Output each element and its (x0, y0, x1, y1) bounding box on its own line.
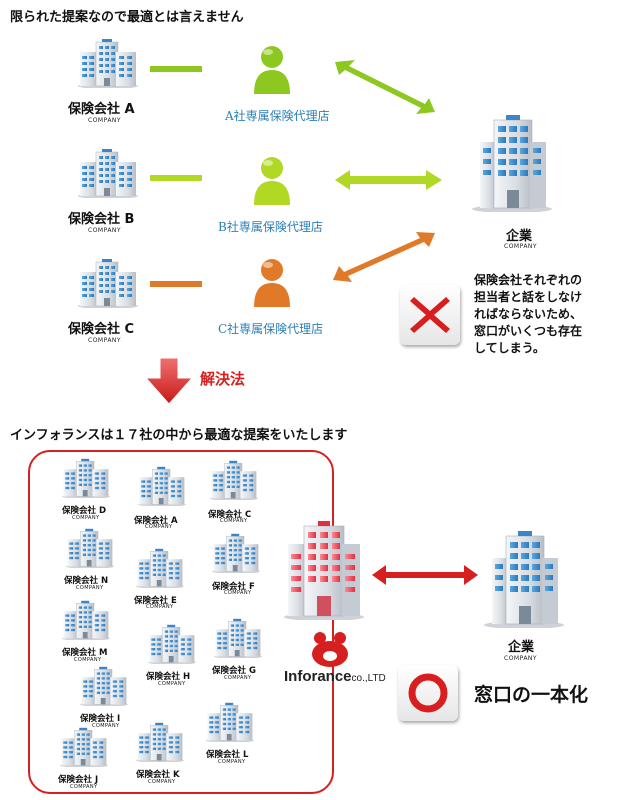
insurer-b-sub: COMPANY (88, 227, 122, 234)
small-building-icon (214, 618, 262, 658)
insurer-e-name: 保険会社 E (134, 596, 177, 606)
insurer-a2-name: 保険会社 A (134, 516, 178, 526)
problem-note-line: 保険会社それぞれの (474, 273, 583, 287)
insurer-f-name: 保険会社 F (212, 582, 255, 592)
insurer-sub: COMPANY (145, 524, 173, 530)
line-b (150, 175, 202, 181)
problem-note-line: ればならないため、 (474, 307, 583, 321)
inforance-building-icon (284, 520, 364, 620)
small-building-icon (80, 666, 128, 706)
inforance-logo: Inforanceco.,LTD (284, 668, 386, 686)
small-building-icon (206, 702, 254, 742)
agent-b-label: B社専属保険代理店 (218, 220, 323, 234)
insurer-l-name: 保険会社 L (206, 750, 249, 760)
small-building-icon (66, 528, 114, 568)
solution-label: 解決法 (200, 370, 246, 388)
line-c (150, 281, 202, 287)
agent-b-person-icon (252, 155, 292, 207)
bottom-title: インフォランスは１７社の中から最適な提案をいたします (10, 428, 348, 443)
circle-icon (398, 665, 458, 721)
company2-name: 企業 (508, 640, 535, 655)
top-title: 限られた提案なので最適とは言えません (10, 10, 244, 25)
logo-word: Inforance (284, 668, 352, 685)
insurer-sub: COMPANY (74, 657, 102, 663)
insurer-c-name: 保険会社 C (68, 322, 135, 337)
cross-icon (400, 285, 460, 345)
insurer-a-sub: COMPANY (88, 117, 122, 124)
small-building-icon (62, 458, 110, 498)
down-arrow-icon (144, 357, 194, 405)
insurer-sub: COMPANY (220, 518, 248, 524)
arrow-c-icon (333, 232, 435, 282)
red-double-arrow-icon (372, 565, 478, 585)
insurer-sub: COMPANY (148, 779, 176, 785)
logo-suffix: co.,LTD (351, 673, 386, 684)
problem-note-line: してしまう。 (474, 341, 545, 355)
agent-c-person-icon (252, 257, 292, 309)
insurer-g-name: 保険会社 G (212, 666, 256, 676)
problem-note: 保険会社それぞれの 担当者と話をしなけ ればならないため、 窓口がいくつも存在 … (474, 272, 582, 357)
insurer-group-frame (28, 450, 334, 794)
insurer-d-name: 保険会社 D (62, 506, 107, 516)
company2-building-icon (484, 528, 564, 628)
small-building-icon (210, 460, 258, 500)
insurer-sub: COMPANY (92, 723, 120, 729)
small-building-icon (136, 722, 184, 762)
insurer-k-name: 保険会社 K (136, 770, 180, 780)
insurer-sub: COMPANY (146, 604, 174, 610)
insurer-j-name: 保険会社 J (58, 775, 99, 785)
insurer-c-sub: COMPANY (88, 337, 122, 344)
insurer-sub: COMPANY (224, 675, 252, 681)
agent-c-label: C社専属保険代理店 (218, 322, 324, 336)
insurer-sub: COMPANY (72, 515, 100, 521)
insurer-b-name: 保険会社 B (68, 212, 135, 227)
problem-note-line: 窓口がいくつも存在 (474, 324, 583, 338)
insurer-a-name: 保険会社 A (68, 102, 135, 117)
insurer-sub: COMPANY (158, 681, 186, 687)
small-building-icon (212, 533, 260, 573)
small-building-icon (138, 466, 186, 506)
arrow-b-icon (335, 170, 442, 190)
insurer-m-name: 保険会社 M (62, 648, 108, 658)
small-building-icon (62, 600, 110, 640)
company-sub: COMPANY (504, 243, 538, 250)
insurer-sub: COMPANY (218, 759, 246, 765)
small-building-icon (136, 548, 184, 588)
insurer-sub: COMPANY (224, 590, 252, 596)
company-building-icon (472, 112, 552, 212)
insurer-c2-name: 保険会社 C (208, 510, 252, 520)
insurer-n-name: 保険会社 N (64, 576, 109, 586)
insurer-sub: COMPANY (76, 585, 104, 591)
agent-a-label: A社専属保険代理店 (225, 109, 330, 123)
inforance-logo-mark-icon (308, 628, 352, 672)
small-building-icon (60, 727, 108, 767)
insurer-i-name: 保険会社 I (80, 714, 121, 724)
insurer-sub: COMPANY (70, 784, 98, 790)
line-a (150, 66, 202, 72)
agent-a-person-icon (252, 44, 292, 96)
arrow-a-icon (335, 60, 435, 114)
company-name: 企業 (506, 229, 533, 244)
top-connectors (144, 60, 442, 405)
insurer-h-name: 保険会社 H (146, 672, 191, 682)
single-window-label: 窓口の一本化 (474, 684, 589, 706)
problem-note-line: 担当者と話をしなけ (474, 290, 583, 304)
small-building-icon (148, 624, 196, 664)
company2-sub: COMPANY (504, 655, 538, 662)
